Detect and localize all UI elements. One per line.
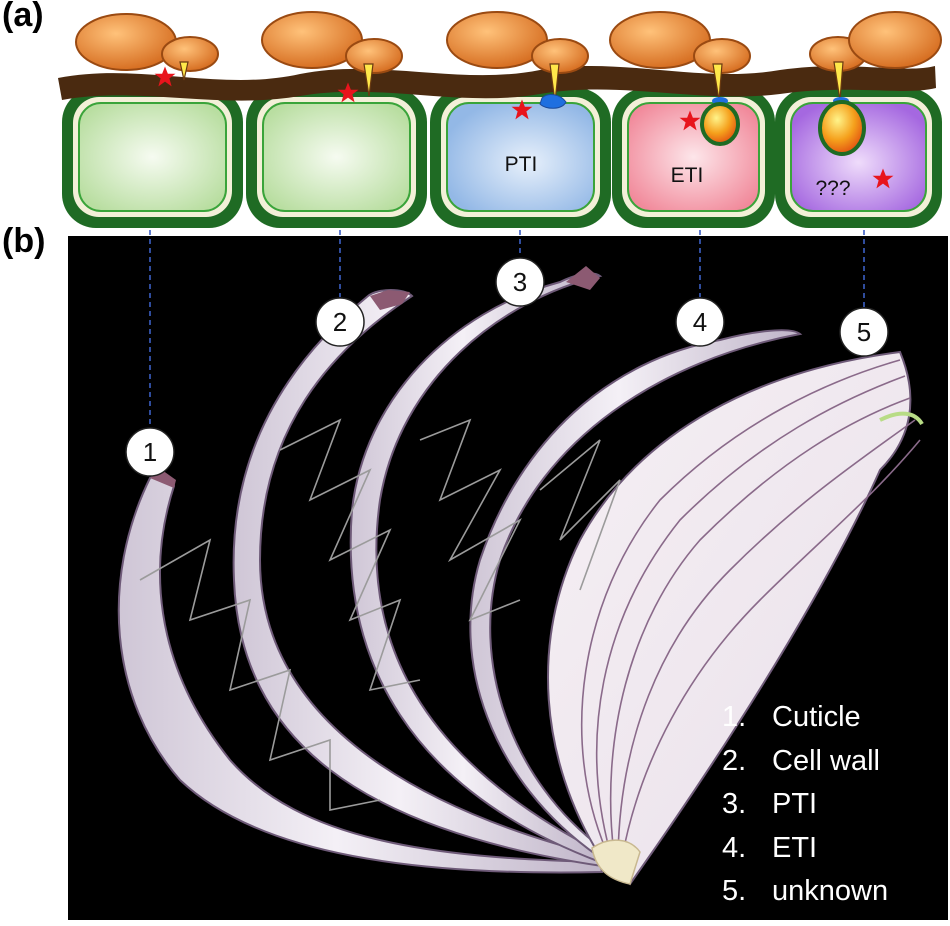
basal-plate bbox=[591, 839, 641, 885]
onion-scales bbox=[117, 266, 924, 886]
scale-3 bbox=[349, 272, 603, 864]
panel-a-diagram: PTI ETI ??? bbox=[58, 11, 942, 228]
legend-number: 2. bbox=[722, 744, 747, 777]
number-marker: 2 bbox=[315, 297, 365, 347]
cell-1 bbox=[62, 88, 243, 228]
marker-number: 3 bbox=[513, 267, 527, 297]
mesh-line bbox=[539, 439, 621, 591]
legend-label: unknown bbox=[772, 875, 889, 907]
scale-1 bbox=[117, 475, 604, 874]
legend-label: Cuticle bbox=[772, 701, 861, 733]
cell-4-eti bbox=[612, 88, 775, 228]
number-marker: 4 bbox=[675, 297, 725, 347]
cell-4-text: ETI bbox=[671, 164, 704, 187]
penetration-pegs bbox=[179, 61, 844, 103]
marker-circle bbox=[495, 257, 545, 307]
marker-circle bbox=[125, 427, 175, 477]
cell-3-text: PTI bbox=[505, 153, 538, 176]
fungal-spores bbox=[75, 11, 942, 74]
legend-label: PTI bbox=[772, 788, 818, 820]
legend-item: 5. unknown bbox=[722, 870, 888, 914]
number-marker: 3 bbox=[495, 257, 545, 307]
legend-number: 1. bbox=[722, 701, 747, 733]
cell-5-text: ??? bbox=[815, 177, 850, 200]
number-marker: 1 bbox=[125, 427, 175, 477]
marker-number: 2 bbox=[333, 307, 347, 337]
legend-label: ETI bbox=[772, 831, 818, 864]
cell-3-pti bbox=[430, 88, 611, 228]
inner-wedge-rings bbox=[580, 359, 921, 859]
scale-4 bbox=[469, 329, 803, 858]
number-markers: 1 2 3 4 5 bbox=[125, 257, 889, 477]
panel-label-a: (a) bbox=[2, 0, 44, 34]
marker-circle bbox=[315, 297, 365, 347]
haustoria bbox=[700, 100, 866, 156]
legend-label: Cell wall bbox=[772, 744, 880, 777]
legend-item: 4. ETI bbox=[722, 827, 888, 871]
marker-circle bbox=[839, 307, 889, 357]
legend-number: 4. bbox=[722, 831, 747, 864]
inner-wedge bbox=[547, 350, 912, 886]
marker-number: 5 bbox=[857, 317, 871, 347]
number-marker: 5 bbox=[839, 307, 889, 357]
cell-2 bbox=[246, 88, 427, 228]
marker-number: 1 bbox=[143, 437, 157, 467]
scale-2 bbox=[232, 289, 604, 868]
mesh-line bbox=[279, 418, 421, 692]
legend: 1. Cuticle 2. Cell wall 3. PTI 4. ETI 5. unkn… bbox=[722, 696, 888, 914]
mesh-line bbox=[419, 418, 522, 622]
legend-number: 3. bbox=[722, 788, 747, 820]
legend-item: 3. PTI bbox=[722, 783, 888, 827]
legend-number: 5. bbox=[722, 875, 747, 907]
panel-b-photo: 1 2 3 4 5 bbox=[68, 230, 948, 920]
marker-circle bbox=[675, 297, 725, 347]
panel-label-b: (b) bbox=[2, 222, 46, 260]
mesh-line bbox=[139, 538, 381, 811]
cells-layer bbox=[62, 88, 942, 228]
legend-item: 2. Cell wall bbox=[722, 740, 888, 784]
leader-lines bbox=[149, 230, 865, 427]
legend-item: 1. Cuticle bbox=[722, 696, 888, 740]
marker-number: 4 bbox=[693, 307, 707, 337]
connection-mesh bbox=[139, 418, 621, 811]
